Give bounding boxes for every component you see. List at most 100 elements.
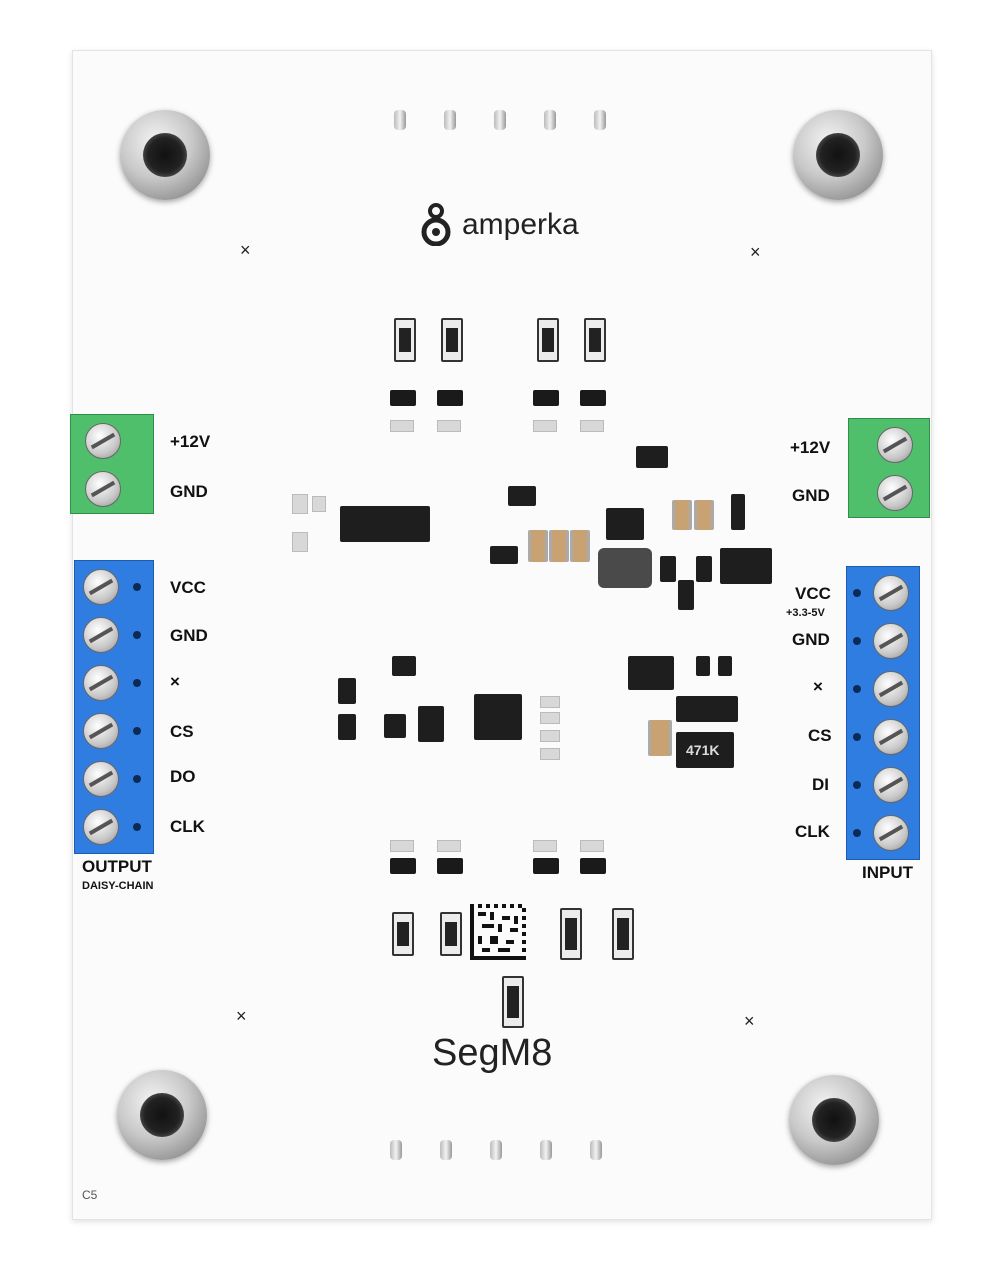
screw-terminal-icon[interactable] [83,761,119,797]
sot23-transistor [338,678,356,704]
smd-resistor [584,318,606,362]
smd-capacitor [672,500,692,530]
left-signal-label-cs: CS [170,722,194,741]
right-signal-label-gnd: GND [792,630,830,649]
left-signal-label-nc: × [170,672,180,691]
right-signal-label-di: DI [812,775,829,794]
smd-resistor [394,318,416,362]
screw-terminal-icon[interactable] [873,623,909,659]
power-terminal-left [70,414,154,514]
sot23-transistor [392,656,416,676]
header-pin [440,1140,452,1160]
right-power-label-gnd: GND [792,486,830,505]
soic-shift-register [340,506,430,542]
sot23-transistor [508,486,536,506]
power-inductor [598,548,652,588]
header-pin [594,110,606,130]
sot23-transistor [437,858,463,874]
screw-terminal-icon[interactable] [83,665,119,701]
smd-diode [731,494,745,530]
screw-terminal-icon[interactable] [877,427,913,463]
screw-terminal-icon[interactable] [873,575,909,611]
smd-resistor [537,318,559,362]
screw-terminal-icon[interactable] [873,767,909,803]
screw-terminal-icon[interactable] [873,815,909,851]
screw-terminal-icon[interactable] [83,713,119,749]
fiducial-cross: × [240,240,251,260]
screw-terminal-icon[interactable] [873,719,909,755]
left-power-label-12v: +12V [170,432,211,451]
mounting-nut-icon [793,110,883,200]
smd-resistor [440,912,462,956]
smd-resistor [392,912,414,956]
sot23-transistor [384,714,406,738]
smd-diode [696,556,712,582]
screw-terminal-icon[interactable] [85,423,121,459]
sot23-transistor [580,858,606,874]
smd-diode [678,580,694,610]
fiducial-cross: × [744,1011,755,1031]
mounting-nut-icon [117,1070,207,1160]
mounting-nut-icon [789,1075,879,1165]
sot-regulator [636,446,668,468]
smd-diode [676,696,738,722]
header-pin [544,110,556,130]
board-title: SegM8 [432,1032,553,1074]
header-pin [394,110,406,130]
signal-terminal-right [846,566,920,860]
brand-name: amperka [462,208,579,241]
sot-regulator [628,656,674,690]
header-pin [390,1140,402,1160]
power-terminal-right [848,418,930,518]
sot23-transistor [437,390,463,406]
left-signal-label-gnd: GND [170,626,208,645]
screw-terminal-icon[interactable] [877,475,913,511]
smd-inductor [676,732,734,768]
right-signal-label-vcc: VCC [795,584,831,603]
screw-terminal-icon[interactable] [83,617,119,653]
input-group-label: INPUT [862,863,913,882]
screw-terminal-icon[interactable] [83,809,119,845]
output-group-label: OUTPUT [82,857,152,876]
sot23-transistor [390,858,416,874]
right-signal-label-nc: × [813,677,823,696]
left-signal-label-do: DO [170,767,196,786]
dc-dc-converter-chip [606,508,644,540]
smd-resistor [502,976,524,1028]
schottky-diode [720,548,772,584]
fiducial-cross: × [236,1006,247,1026]
sot23-transistor [533,390,559,406]
left-signal-label-clk: CLK [170,817,205,836]
daisy-chain-label: DAISY-CHAIN [82,880,154,892]
right-signal-label-clk: CLK [795,822,830,841]
header-pin [490,1140,502,1160]
left-power-label-gnd: GND [170,482,208,501]
mounting-nut-icon [120,110,210,200]
header-pin [444,110,456,130]
amperka-logo-icon [418,202,458,247]
vcc-voltage-note: +3.3-5V [786,607,825,619]
sot23-transistor [390,390,416,406]
smd-capacitor [648,720,672,756]
smd-diode [660,556,676,582]
header-pin [590,1140,602,1160]
inductor-marking: 471K [686,742,720,758]
sot23-transistor [490,546,518,564]
smd-capacitor [694,500,714,530]
screw-terminal-icon[interactable] [85,471,121,507]
sot23-transistor [580,390,606,406]
right-signal-label-cs: CS [808,726,832,745]
sot23-transistor [533,858,559,874]
board-revision: C5 [82,1188,98,1202]
smd-resistor [441,318,463,362]
smd-capacitor [549,530,569,562]
smd-capacitor [528,530,548,562]
right-power-label-12v: +12V [790,438,831,457]
sot23-transistor [418,706,444,742]
screw-terminal-icon[interactable] [873,671,909,707]
screw-terminal-icon[interactable] [83,569,119,605]
header-pin [494,110,506,130]
fiducial-cross: × [750,242,761,262]
tssop-driver-chip [474,694,522,740]
signal-terminal-left [74,560,154,854]
